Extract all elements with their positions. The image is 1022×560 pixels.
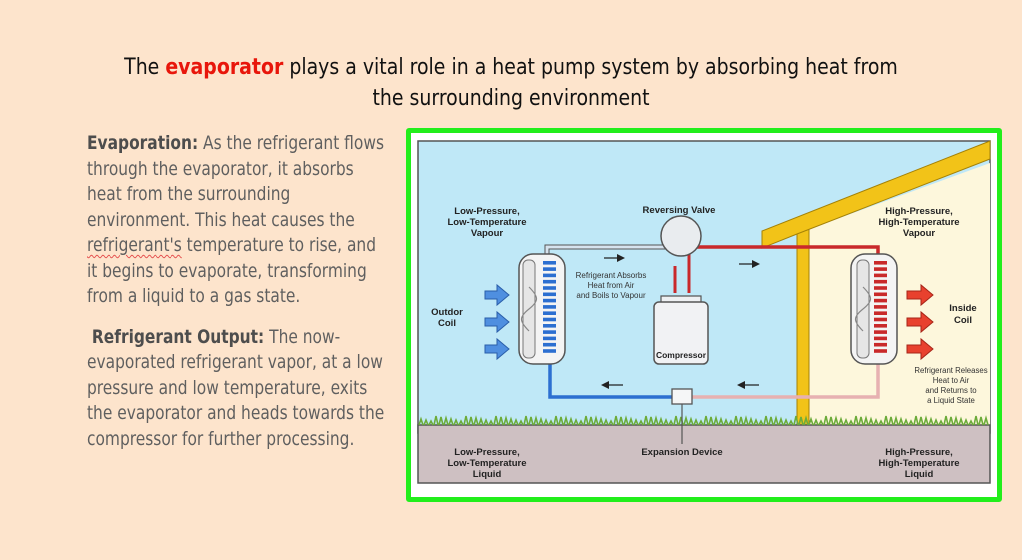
label-hp-liquid-1: High-Pressure,: [885, 447, 953, 458]
coil-fin: [874, 298, 887, 303]
evaporation-text-1: As the refrigerant flows through the eva…: [87, 133, 384, 231]
label-outdoor-coil-2: Coil: [438, 318, 456, 329]
coil-fin: [874, 286, 887, 290]
coil-fin: [543, 267, 556, 271]
coil-fin: [543, 279, 556, 284]
label-hp-liquid-3: Liquid: [905, 469, 934, 480]
label-releases-3: and Returns to: [925, 386, 977, 395]
evaporation-text-2: temperature to rise, and it begins to ev…: [87, 235, 377, 307]
label-lp-vapour-2: Low-Temperature: [447, 217, 526, 228]
coil-fin: [874, 279, 887, 284]
label-inside-coil-2: Coil: [954, 315, 972, 326]
coil-fin: [874, 342, 887, 347]
coil-fin: [874, 305, 887, 309]
outdoor-coil: [518, 253, 566, 365]
title-highlight: evaporator: [165, 55, 284, 80]
spellcheck-flagged-word: refrigerant's: [87, 235, 182, 256]
title-prefix: The: [124, 55, 166, 80]
label-compressor: Compressor: [656, 350, 707, 360]
grass: [418, 415, 989, 426]
coil-fin: [874, 261, 887, 265]
coil-fin: [874, 349, 887, 353]
coil-fin: [874, 324, 887, 328]
coil-fin: [543, 261, 556, 265]
coil-fin: [543, 342, 556, 347]
heat-pump-diagram: Low-Pressure, Low-Temperature Vapour Rev…: [406, 128, 1002, 502]
label-releases-1: Refrigerant Releases: [914, 366, 987, 375]
coil-fin: [874, 330, 887, 334]
label-absorbs-2: Heat from Air: [588, 281, 635, 290]
label-releases-4: a Liquid State: [927, 396, 975, 405]
evaporation-label: Evaporation:: [87, 133, 199, 154]
paragraph-evaporation: Evaporation: As the refrigerant flows th…: [87, 131, 386, 310]
expansion-device: [671, 388, 693, 405]
label-lp-vapour-1: Low-Pressure,: [454, 206, 519, 217]
coil-fin: [874, 267, 887, 271]
line-high-pressure-vapour: [679, 245, 880, 255]
title-suffix: plays a vital role in a heat pump system…: [283, 55, 898, 111]
coil-fin: [543, 324, 556, 328]
label-outdoor-coil-1: Outdor: [431, 307, 463, 318]
label-lp-vapour-3: Vapour: [471, 228, 504, 239]
label-reversing-valve: Reversing Valve: [643, 205, 716, 216]
coil-fin: [543, 317, 556, 322]
label-hp-vapour-3: Vapour: [903, 228, 936, 239]
label-absorbs-1: Refrigerant Absorbs: [576, 271, 647, 280]
coil-fin: [543, 292, 556, 297]
refrigerant-output-text: The now-evaporated refrigerant vapor, at…: [87, 326, 385, 450]
coil-fin: [543, 330, 556, 334]
page-title: The evaporator plays a vital role in a h…: [106, 52, 916, 114]
label-absorbs-3: and Boils to Vapour: [576, 291, 646, 300]
label-expansion-device: Expansion Device: [641, 447, 722, 458]
diagram-svg: Low-Pressure, Low-Temperature Vapour Rev…: [417, 140, 991, 484]
heat-release-arrows: [906, 283, 934, 361]
explanation-text: Evaporation: As the refrigerant flows th…: [87, 131, 386, 467]
coil-fin: [543, 305, 556, 309]
inside-coil: [850, 253, 898, 365]
coil-fin: [543, 286, 556, 290]
house-roof: [761, 140, 991, 249]
coil-fin: [543, 298, 556, 303]
label-releases-2: Heat to Air: [933, 376, 970, 385]
coil-fin: [874, 317, 887, 322]
coil-fin: [874, 336, 887, 341]
coil-fin: [874, 292, 887, 297]
label-lp-liquid-2: Low-Temperature: [447, 458, 526, 469]
label-lp-liquid-3: Liquid: [473, 469, 502, 480]
air-intake-arrows: [484, 283, 510, 361]
ground: [417, 424, 991, 484]
coil-fin: [543, 336, 556, 341]
label-lp-liquid-1: Low-Pressure,: [454, 447, 519, 458]
label-hp-liquid-2: High-Temperature: [878, 458, 959, 469]
label-hp-vapour-2: High-Temperature: [878, 217, 959, 228]
coil-fin: [543, 311, 556, 315]
coil-fin: [874, 273, 887, 278]
label-inside-coil-1: Inside: [949, 303, 976, 314]
paragraph-refrigerant-output: Refrigerant Output: The now-evaporated r…: [87, 325, 386, 453]
coil-fin: [543, 273, 556, 278]
refrigerant-output-label: Refrigerant Output:: [91, 326, 265, 348]
label-hp-vapour-1: High-Pressure,: [885, 206, 953, 217]
coil-fin: [874, 311, 887, 315]
compressor: [653, 301, 709, 365]
coil-fin: [543, 349, 556, 353]
reversing-valve: [660, 215, 702, 257]
